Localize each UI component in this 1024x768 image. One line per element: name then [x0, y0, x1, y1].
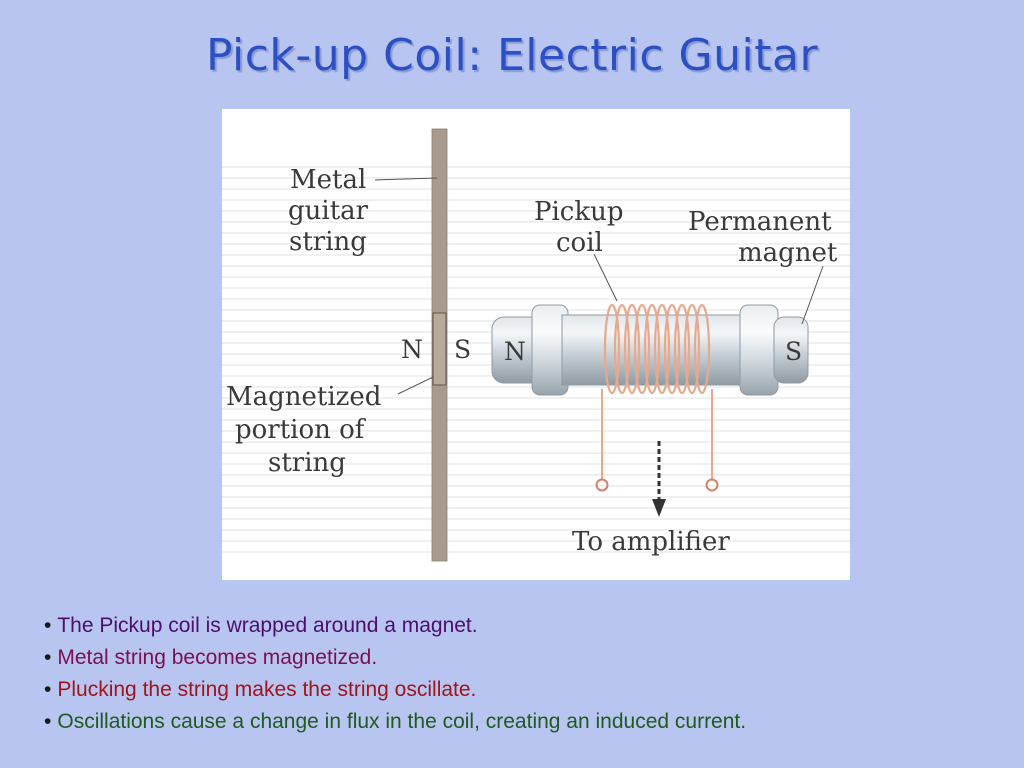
- magnetized-portion-label-line1: Magnetized: [226, 382, 381, 412]
- bullet-text: Oscillations cause a change in flux in t…: [57, 710, 747, 733]
- amplifier-arrow: [652, 441, 666, 517]
- magnet-south-pole-label: S: [785, 337, 802, 366]
- coil-loop: [633, 303, 651, 395]
- magnet-north-pole-label: N: [504, 337, 526, 366]
- coil-loop: [613, 303, 631, 395]
- bullet-item: •Metal string becomes magnetized.: [44, 642, 1004, 674]
- bullet-dot: •: [44, 614, 52, 637]
- string-south-pole-label: S: [454, 335, 471, 364]
- bullet-dot: •: [44, 710, 52, 733]
- leader-lines: [374, 177, 824, 395]
- bullet-item: •Plucking the string makes the string os…: [44, 674, 1004, 706]
- pickup-coil: [603, 303, 711, 395]
- coil-loop: [653, 303, 671, 395]
- bullet-text: The Pickup coil is wrapped around a magn…: [57, 614, 478, 637]
- metal-string-label-line3: string: [289, 227, 367, 257]
- coil-loop: [623, 303, 641, 395]
- coil-loop: [663, 303, 681, 395]
- slide-title: Pick-up Coil: Electric Guitar: [205, 30, 819, 81]
- magnetized-portion-label-line3: string: [268, 448, 346, 478]
- metal-string-label-line1: Metal: [290, 165, 366, 195]
- bullet-dot: •: [44, 678, 52, 701]
- coil-loop: [693, 303, 711, 395]
- permanent-magnet-label-line1: Permanent: [688, 207, 832, 237]
- bullet-text: Plucking the string makes the string osc…: [57, 678, 477, 701]
- bullet-text: Metal string becomes magnetized.: [57, 646, 378, 669]
- coil-leads: [595, 389, 719, 492]
- pickup-diagram: Metal guitar string Pickup coil Permanen…: [222, 109, 850, 580]
- coil-loop: [643, 303, 661, 395]
- bullet-item: •Oscillations cause a change in flux in …: [44, 706, 1004, 738]
- coil-loop: [603, 303, 621, 395]
- string-north-pole-label: N: [401, 335, 423, 364]
- diagram-svg: Metal guitar string Pickup coil Permanen…: [222, 128, 850, 562]
- bullet-dot: •: [44, 646, 52, 669]
- permanent-magnet-label-line2: magnet: [738, 238, 838, 268]
- magnetized-portion: [432, 312, 447, 386]
- magnetized-portion-label-line2: portion of: [235, 415, 367, 445]
- coil-loop: [673, 303, 691, 395]
- bullet-item: •The Pickup coil is wrapped around a mag…: [44, 610, 1004, 642]
- coil-loop: [683, 303, 701, 395]
- pickup-coil-label-line1: Pickup: [534, 197, 624, 227]
- pickup-coil-label-line2: coil: [556, 228, 603, 258]
- bullet-list: •The Pickup coil is wrapped around a mag…: [44, 610, 1004, 738]
- to-amplifier-label: To amplifier: [572, 527, 730, 557]
- metal-string-label-line2: guitar: [288, 196, 369, 226]
